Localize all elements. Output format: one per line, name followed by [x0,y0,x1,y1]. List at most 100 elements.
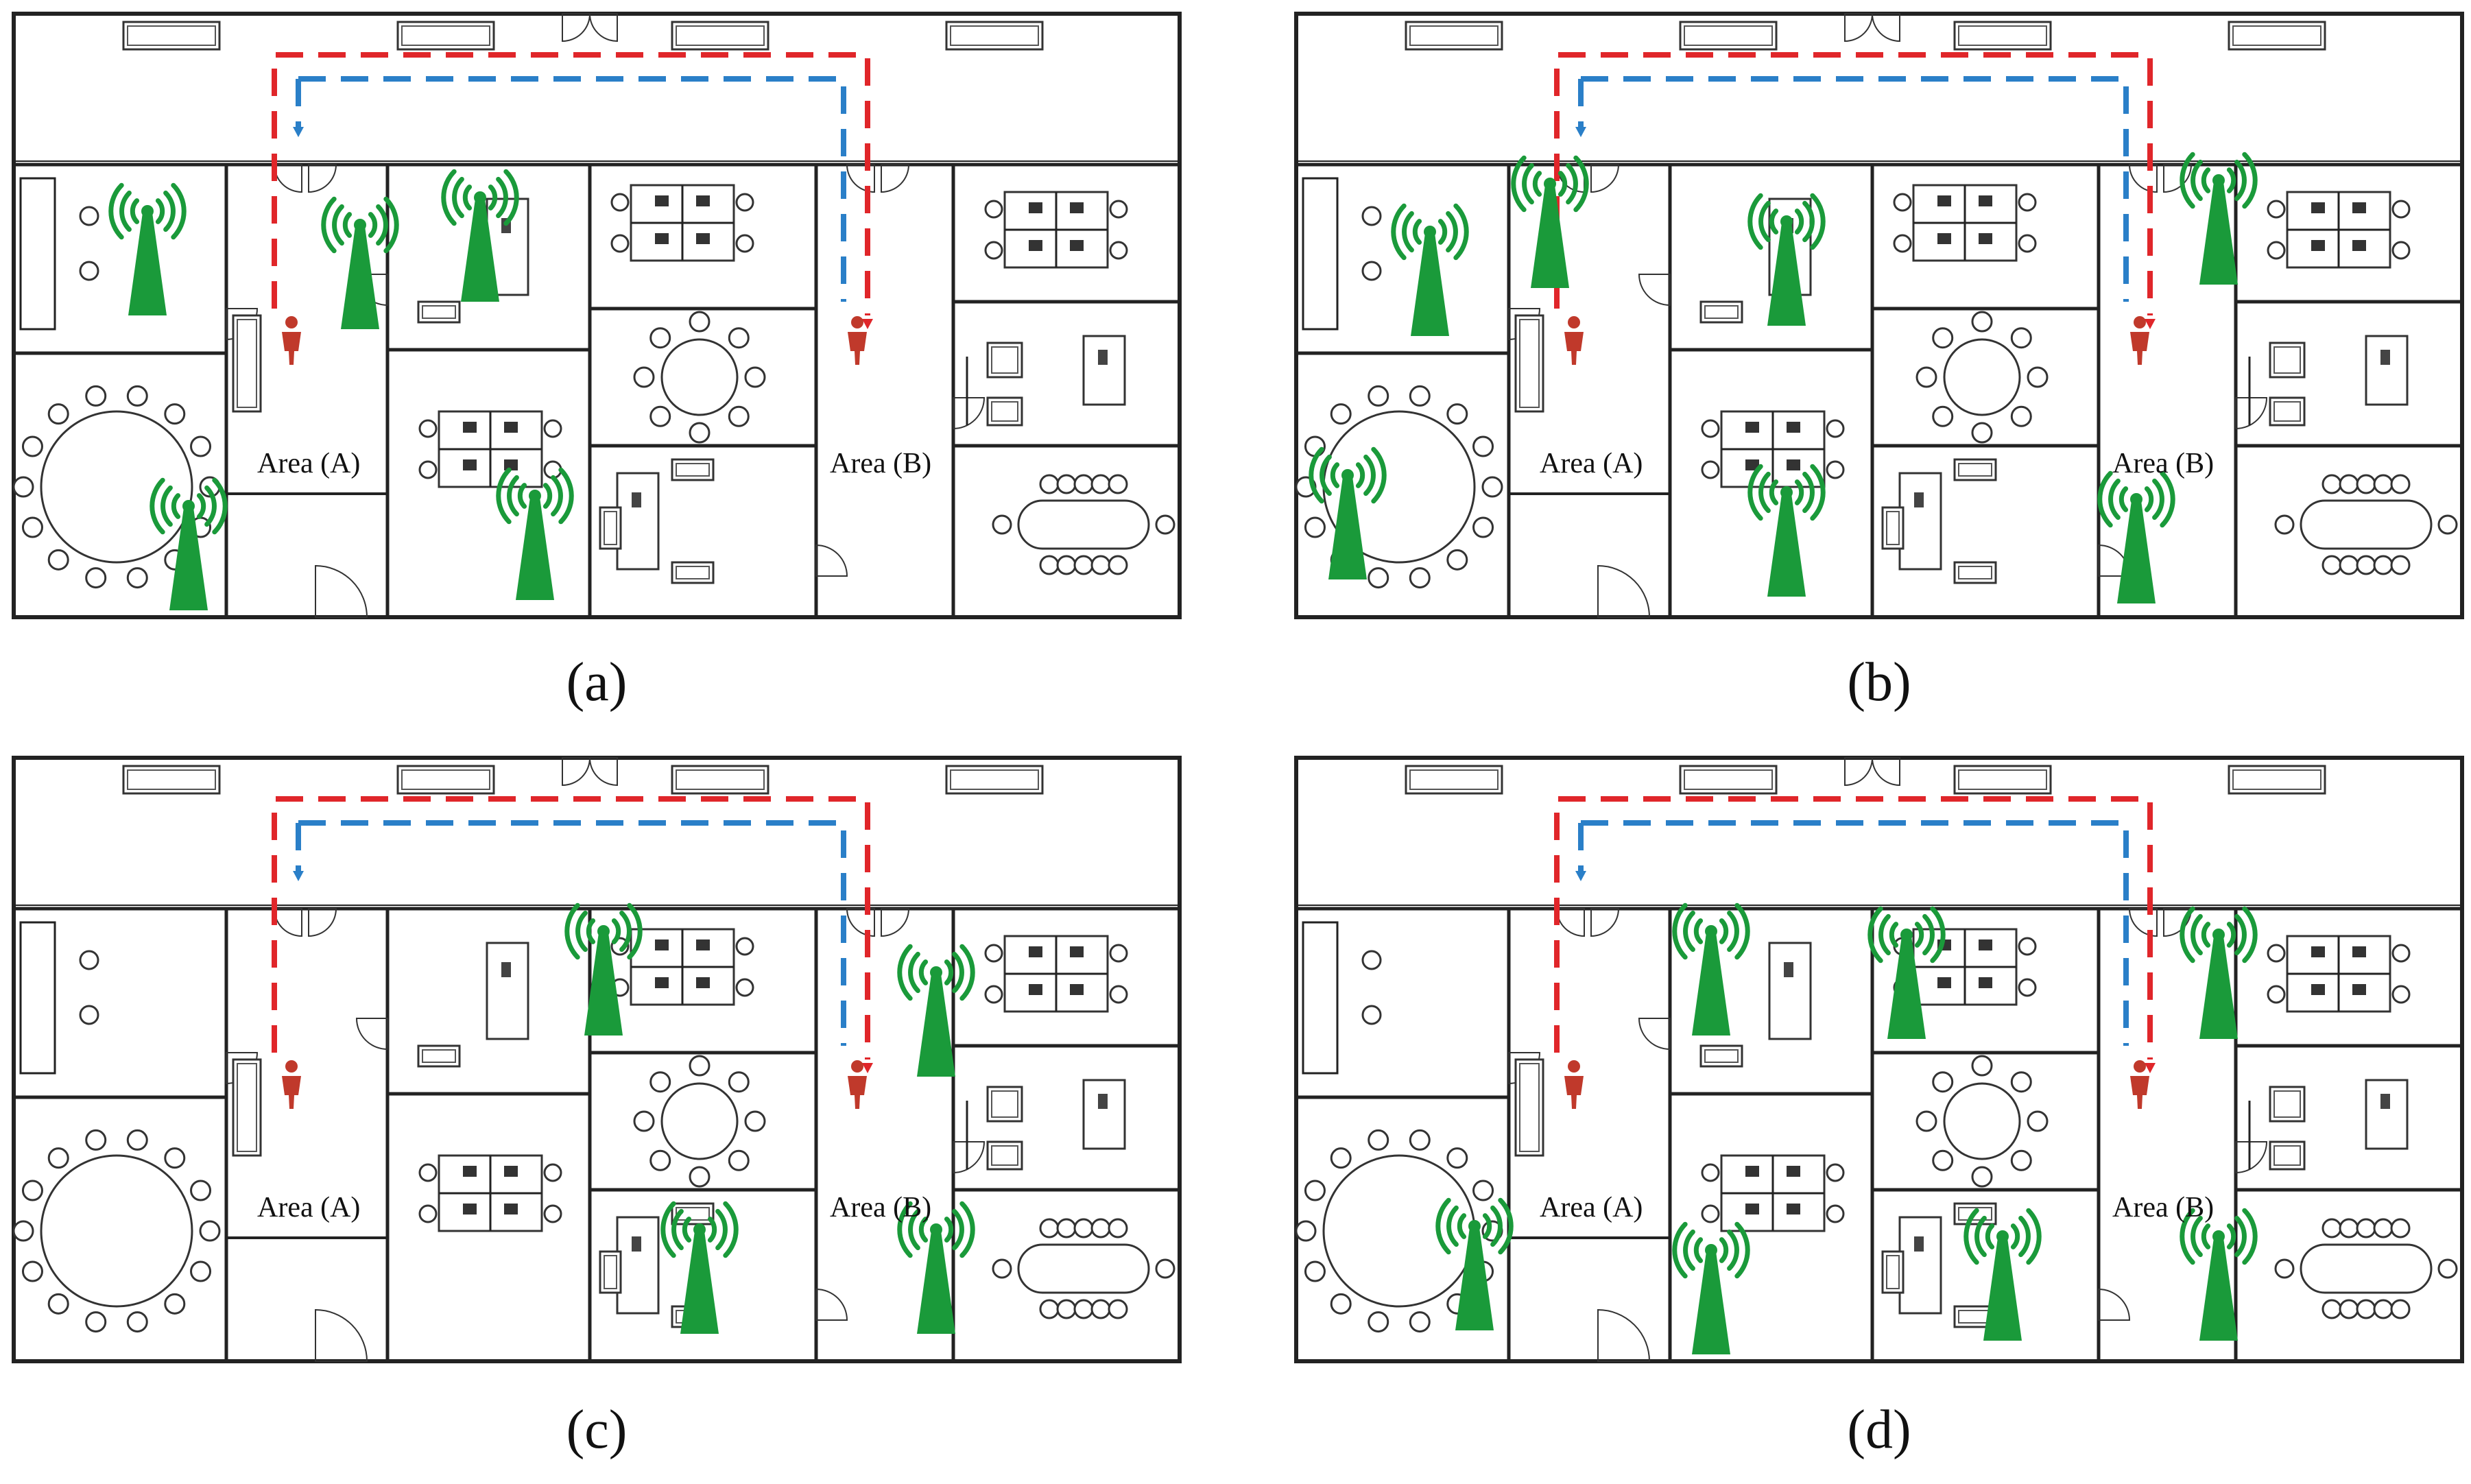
signal-wave-left [918,959,929,985]
access-point-tower [1767,223,1806,326]
chair [735,937,754,956]
chair [1108,1299,1128,1319]
chair [735,234,754,253]
signal-wave-left [2097,470,2113,528]
signal-wave-left [1985,1223,1995,1249]
desk [616,1216,660,1315]
monitor [501,962,511,977]
chair [1109,200,1128,219]
chair [12,476,34,498]
floorplan-c [12,756,1182,1363]
chair [2339,1218,2359,1238]
desk [1082,335,1126,406]
sofa-cushion [2273,346,2301,374]
chair [1039,1218,1060,1238]
chair [689,311,711,333]
chair [79,950,99,970]
sofa-cushion [237,1063,257,1152]
computer [655,195,669,206]
computer [1029,984,1042,995]
floorplan-panel-d: Area (A) Area (B) [1294,756,2464,1375]
trajectory-blue [298,76,846,302]
wifi-access-point-icon [897,1201,975,1334]
door-swing [1597,564,1651,618]
access-point-tower [680,1231,719,1334]
signal-wave-left [2118,486,2129,512]
sofa-cushion [1886,1255,1900,1289]
computer [1070,202,1084,213]
chair [1361,261,1382,281]
wifi-access-point-icon [2180,1208,2258,1341]
floorplan-panel-c: Area (A) Area (B) [12,756,1182,1375]
signal-wave-right [2226,167,2236,193]
chair [1368,1129,1389,1151]
chair [1361,1005,1382,1025]
sofa-cushion [127,769,216,790]
chair [2010,1071,2032,1093]
round-table [1943,1082,2021,1160]
chair [1073,555,1094,575]
chair [728,327,750,349]
chair [1108,1218,1128,1238]
signal-wave-right [2226,1223,2236,1249]
signal-wave-left [119,190,132,232]
chair [735,193,754,212]
sofa-cushion [2273,1090,2301,1118]
signal-wave-right [2234,1215,2247,1258]
sofa-cushion [2232,25,2321,46]
signal-wave-left [507,475,519,517]
chair [1409,1129,1431,1151]
chair [2274,1258,2295,1279]
chair [633,1110,655,1132]
access-point-antenna [1468,1220,1481,1232]
chair [1481,476,1503,498]
access-point-antenna [529,490,541,502]
desk [1898,1216,1942,1315]
chair [126,567,148,589]
signal-wave-right [2234,913,2247,956]
person-head [851,1060,863,1073]
computer [504,1166,518,1177]
chair [2321,474,2342,494]
chair [1701,419,1720,438]
wifi-access-point-icon [1672,902,1750,1036]
chair [689,1055,711,1077]
person-icon [2130,1060,2149,1109]
signal-wave-right [1355,462,1365,488]
arrowhead-blue [293,127,304,137]
signal-wave-right [368,212,378,238]
person-body [282,332,301,365]
access-point-tower [1411,233,1449,336]
chair [79,1005,99,1025]
access-point-antenna [1544,178,1556,190]
signal-wave-right [611,918,621,944]
trajectory-group [1554,796,2156,1073]
chair [744,1110,766,1132]
access-point-tower [516,497,554,600]
door-swing [953,1141,986,1174]
signal-wave-right [1802,471,1815,514]
oval-table [2300,1243,2433,1294]
chair [1039,474,1060,494]
sofa-cushion [2232,769,2321,790]
sofa-cushion [1886,511,1900,545]
signal-wave-right [196,493,206,519]
signal-wave-left [1747,464,1763,521]
chair [1826,1204,1845,1223]
monitor [1098,350,1108,365]
round-table [40,410,193,564]
wifi-access-point-icon [1309,446,1387,579]
chair [2373,555,2394,575]
oval-table [1017,1243,1150,1294]
signal-wave-right [163,190,176,232]
signal-wave-right [1557,171,1568,197]
computer [463,459,477,470]
sofa [1699,300,1743,324]
computer [1029,202,1042,213]
access-point-antenna [182,500,195,512]
signal-wave-left [2191,1215,2203,1258]
sofa [671,561,715,584]
sofa [1881,506,1905,550]
signal-wave-left [1309,446,1324,504]
computer [2352,984,2366,995]
